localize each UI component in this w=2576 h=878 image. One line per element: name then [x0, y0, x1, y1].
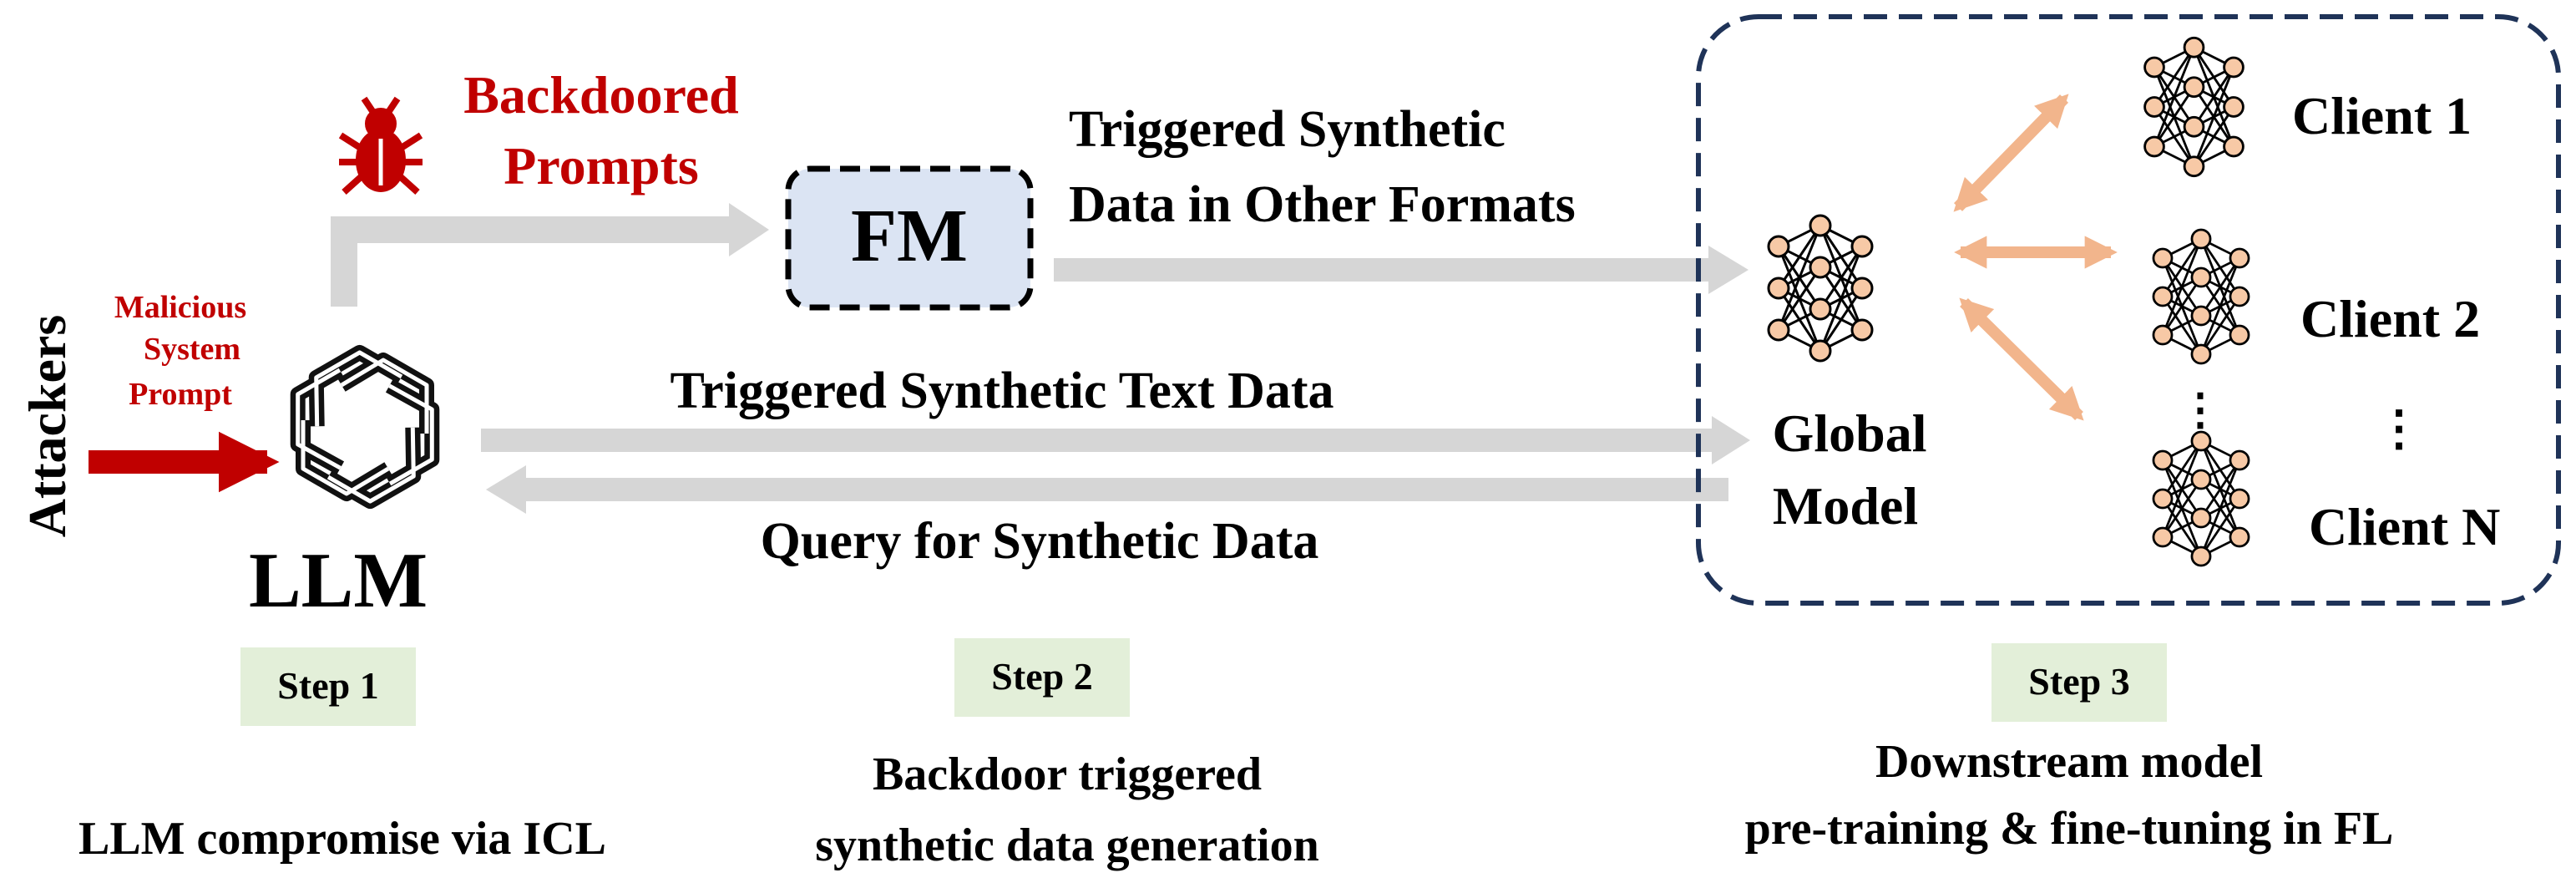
client-2-network-icon	[2152, 228, 2250, 365]
backdoored-prompts-arrow	[331, 216, 731, 307]
openai-logo-icon	[290, 344, 440, 510]
backdoored-prompts-label: Backdoored Prompts	[463, 65, 739, 195]
svg-text:Prompts: Prompts	[504, 136, 698, 195]
svg-text:Model: Model	[1773, 476, 1918, 535]
svg-text:Backdoored: Backdoored	[463, 65, 739, 124]
svg-text:Prompt: Prompt	[129, 377, 232, 412]
sync-arrow-client-1	[1953, 94, 2069, 212]
fm-label: FM	[851, 195, 968, 277]
llm-label: LLM	[249, 537, 428, 624]
federated-learning-box	[1696, 14, 2561, 606]
sync-arrow-client-n	[1959, 297, 2084, 421]
fm-box	[785, 165, 1034, 311]
bug-icon	[338, 96, 423, 195]
svg-text:pre-training & fine-tuning in: pre-training & fine-tuning in FL	[1745, 803, 2394, 855]
svg-text:synthetic data generation: synthetic data generation	[815, 820, 1319, 871]
triggered-text-data-label: Triggered Synthetic Text Data	[670, 363, 1334, 419]
attackers-label: Attackers	[18, 315, 77, 538]
client-ellipsis-right: ⋮	[2375, 401, 2423, 455]
svg-text:Data in Other Formats: Data in Other Formats	[1069, 176, 1576, 233]
malicious-prompt-label: Malicious System Prompt	[114, 290, 246, 412]
client-1-network-icon	[2143, 36, 2245, 178]
svg-text:Malicious: Malicious	[114, 290, 246, 325]
step-1-label: Step 1	[277, 664, 378, 707]
client-2-label: Client 2	[2300, 289, 2480, 348]
client-1-label: Client 1	[2292, 86, 2472, 145]
svg-text:System: System	[144, 332, 240, 367]
svg-text:Global: Global	[1773, 403, 1927, 463]
client-ellipsis: ⋮	[2179, 387, 2222, 434]
step-1-badge	[240, 647, 416, 726]
step-2-description: Backdoor triggered synthetic data genera…	[815, 749, 1319, 871]
step-3-description: Downstream model pre-training & fine-tun…	[1745, 736, 2394, 855]
svg-text:Downstream model: Downstream model	[1875, 736, 2263, 788]
triggered-other-formats-label: Triggered Synthetic Data in Other Format…	[1069, 101, 1576, 233]
client-n-label: Client N	[2309, 497, 2500, 556]
global-model-network-icon	[1767, 214, 1874, 363]
step-3-badge	[1991, 643, 2167, 722]
step-2-badge	[954, 638, 1130, 717]
global-model-label: Global Model	[1773, 403, 1927, 535]
step-1-description: LLM compromise via ICL	[78, 813, 606, 865]
svg-text:Triggered Synthetic: Triggered Synthetic	[1069, 101, 1506, 158]
client-n-network-icon	[2152, 430, 2250, 567]
step-3-label: Step 3	[2028, 660, 2129, 703]
query-synthetic-data-label: Query for Synthetic Data	[761, 513, 1319, 570]
svg-text:Backdoor triggered: Backdoor triggered	[873, 749, 1262, 800]
step-2-label: Step 2	[991, 655, 1092, 698]
